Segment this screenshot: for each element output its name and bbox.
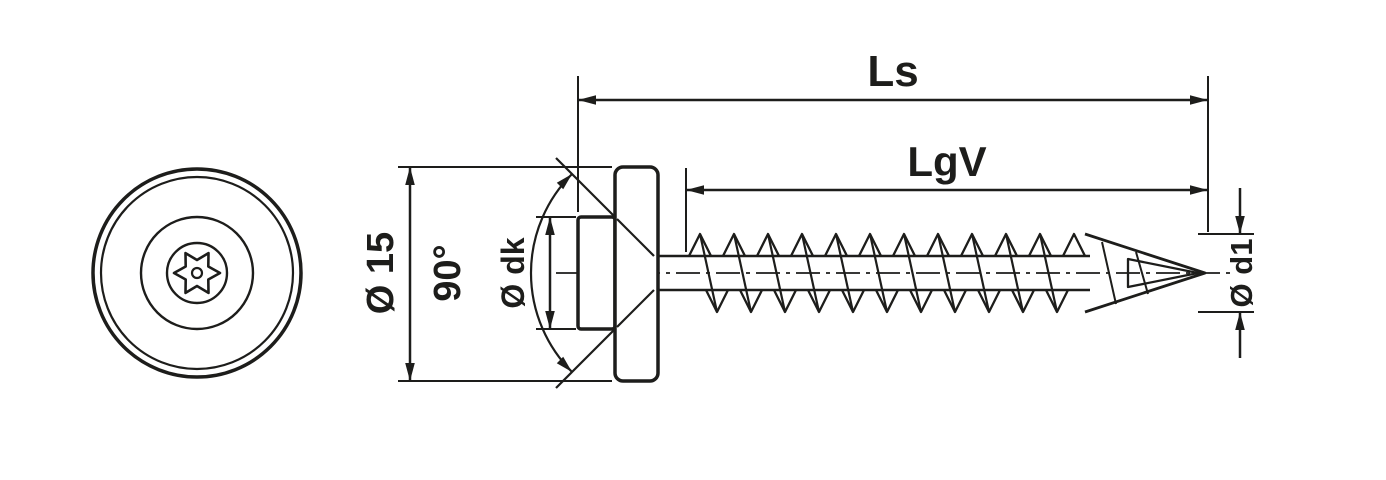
angle-ray-top xyxy=(555,157,615,217)
arrowhead-left xyxy=(686,185,704,195)
drive-recess-circle xyxy=(165,241,229,305)
dimension-label-washer-diameter: Ø 15 xyxy=(360,232,402,314)
angle-ray-bottom xyxy=(555,329,615,389)
dimension-label-head-diameter: Ø dk xyxy=(495,237,531,308)
screw-side-view xyxy=(576,165,1207,383)
dimension-total-length: Ls xyxy=(577,47,1209,232)
arrowhead-top xyxy=(556,174,572,190)
dimension-label-thread-diameter: Ø d1 xyxy=(1224,239,1259,308)
thread-helix-lines xyxy=(698,233,1059,313)
thread-crests-top xyxy=(687,232,1087,257)
drive-center-pin xyxy=(190,266,204,280)
dimension-head-angle: 90° xyxy=(427,157,615,389)
dimension-head-diameter: Ø dk xyxy=(495,216,576,330)
dimension-thread-length: LgV xyxy=(685,138,1208,252)
tip-cone-outline xyxy=(1084,232,1207,314)
arrowhead-top xyxy=(1235,216,1245,234)
dimension-thread-diameter: Ø d1 xyxy=(1198,188,1259,358)
arrowhead-bottom xyxy=(556,356,572,372)
screw-head-side xyxy=(576,215,617,331)
arrowhead-bottom xyxy=(1235,312,1245,330)
arrowhead-bottom xyxy=(545,311,555,329)
dimension-label-head-angle: 90° xyxy=(427,244,469,301)
dimension-label-thread-length: LgV xyxy=(907,138,986,185)
arrowhead-top xyxy=(405,167,415,185)
head-cone-flank-bottom xyxy=(616,289,655,328)
angle-arc xyxy=(529,173,573,373)
arrowhead-right xyxy=(1190,185,1208,195)
tip-point-detail xyxy=(1126,257,1200,289)
washer-outer-edge xyxy=(91,167,303,379)
tip-thread-lines xyxy=(1101,241,1149,305)
t-star-drive-icon xyxy=(172,251,222,295)
dimension-label-total-length: Ls xyxy=(867,47,918,96)
screw-front-view xyxy=(91,167,303,379)
head-cone-flank-top xyxy=(616,218,655,257)
sealing-washer-side xyxy=(613,165,660,383)
arrowhead-bottom xyxy=(405,363,415,381)
washer-inner-edge xyxy=(99,175,295,371)
head-edge-circle xyxy=(139,215,255,331)
arrowhead-right xyxy=(1190,95,1208,105)
arrowhead-left xyxy=(578,95,596,105)
arrowhead-top xyxy=(545,217,555,235)
dimension-washer-diameter: Ø 15 xyxy=(360,166,612,382)
